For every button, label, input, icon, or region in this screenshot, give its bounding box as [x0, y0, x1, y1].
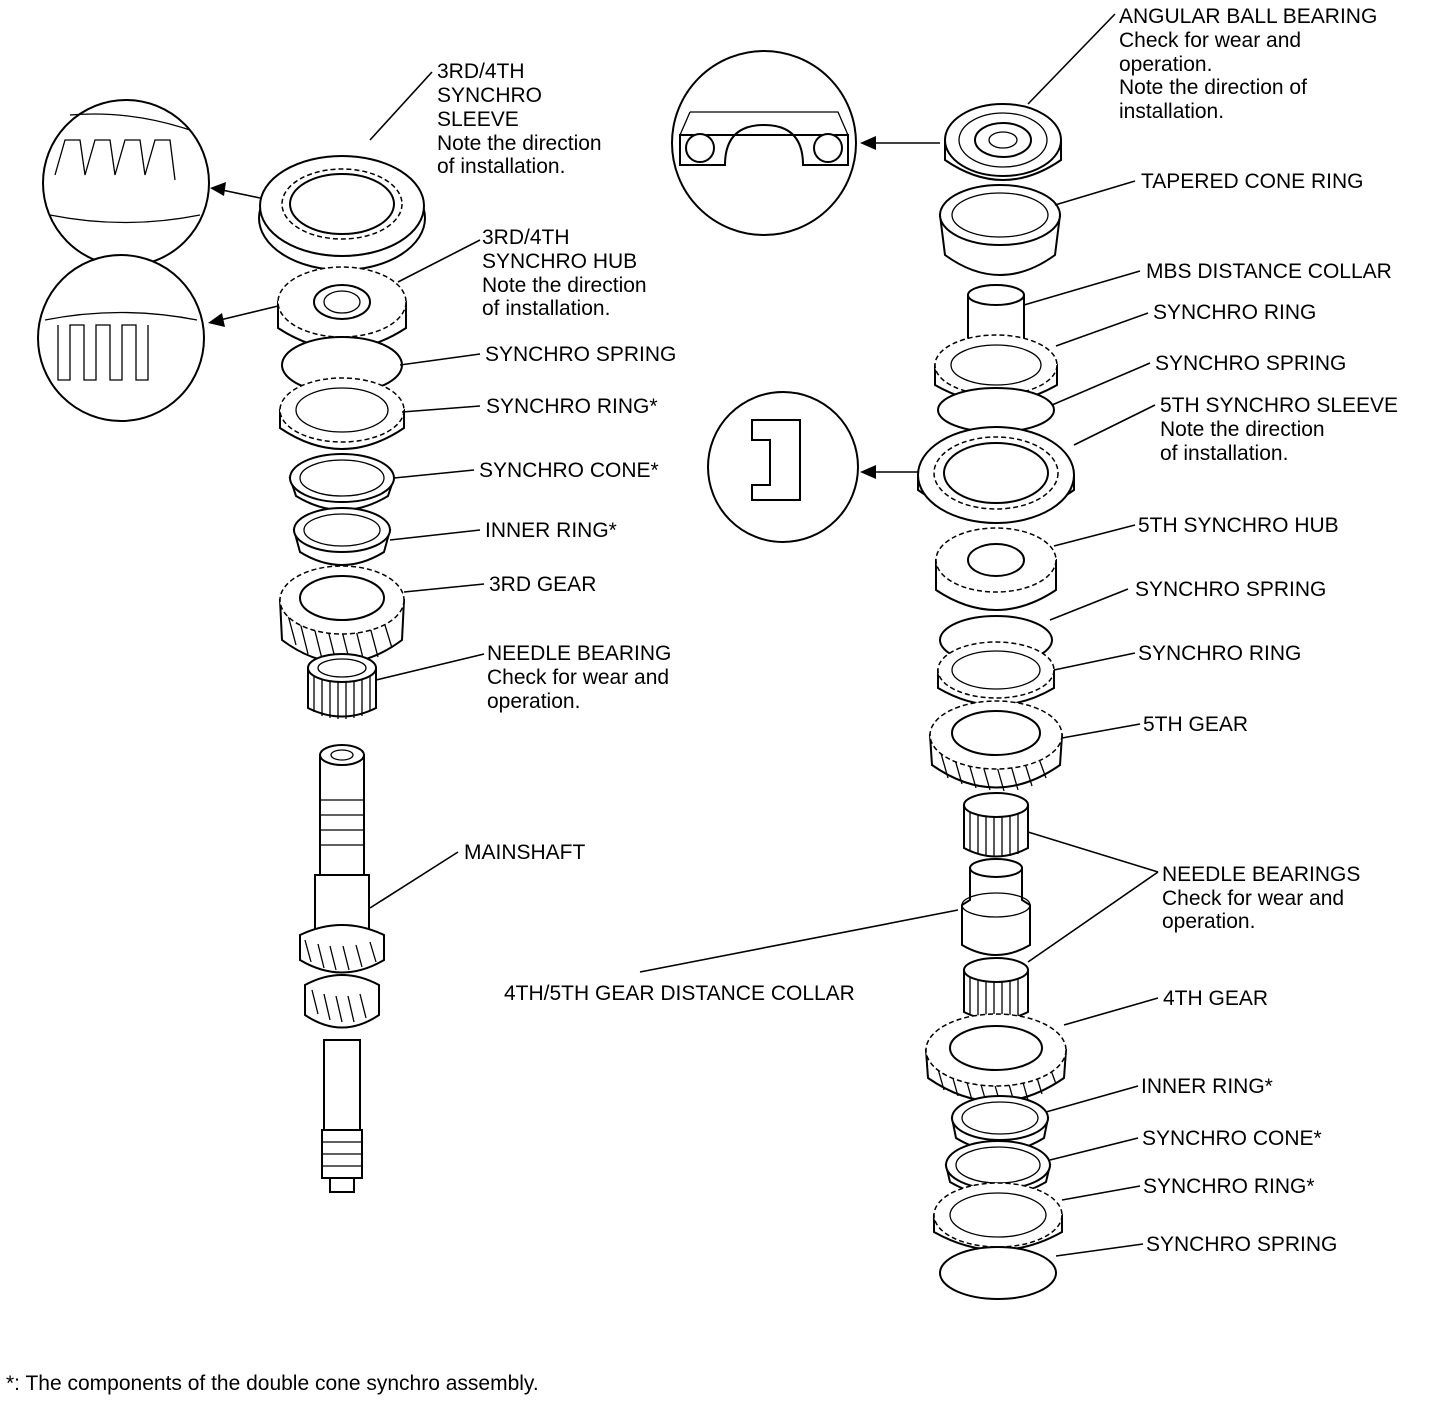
tapered-cone-ring-part	[938, 184, 1062, 276]
sleeve-5th-part	[917, 426, 1075, 524]
inner-ring-left-part	[292, 507, 392, 566]
sleeve-34-part	[258, 155, 426, 271]
synchro-spring-right-3-part	[939, 1246, 1057, 1300]
label-3rd-gear: 3RD GEAR	[489, 573, 596, 596]
distance-collar-45-part	[961, 858, 1031, 956]
angular-ball-bearing-part	[944, 103, 1062, 181]
gear-3rd-part	[278, 565, 406, 664]
label-5th-gear: 5TH GEAR	[1143, 713, 1248, 736]
sleeve-5th-detail-circle	[707, 391, 859, 543]
label-synchro-cone-right: SYNCHRO CONE*	[1142, 1127, 1322, 1150]
hub-detail-circle	[37, 254, 205, 422]
label-4th-gear: 4TH GEAR	[1163, 987, 1268, 1010]
label-needle-bearing-left: NEEDLE BEARING Check for wear and operat…	[487, 642, 677, 713]
label-synchro-spring-right-1: SYNCHRO SPRING	[1155, 352, 1346, 375]
label-tapered-cone-ring: TAPERED CONE RING	[1141, 170, 1363, 193]
label-sleeve-5th: 5TH SYNCHRO SLEEVE Note the direction of…	[1160, 394, 1404, 465]
needle-bearing-right-2-part	[963, 957, 1029, 1021]
label-synchro-spring-left: SYNCHRO SPRING	[485, 343, 676, 366]
labels: 3RD/4TH SYNCHRO SLEEVE Note the directio…	[6, 5, 1404, 1395]
synchro-ring-right-3-part	[933, 1182, 1063, 1251]
synchro-ring-left-part	[279, 377, 405, 450]
label-distance-collar-45: 4TH/5TH GEAR DISTANCE COLLAR	[504, 982, 855, 1005]
label-inner-ring-left: INNER RING*	[485, 519, 617, 542]
label-synchro-spring-right-2: SYNCHRO SPRING	[1135, 578, 1326, 601]
needle-bearing-left-part	[307, 653, 377, 719]
label-hub-34: 3RD/4TH SYNCHRO HUB Note the direction o…	[482, 226, 652, 320]
label-hub-5th: 5TH SYNCHRO HUB	[1138, 514, 1339, 537]
synchro-ring-right-2-part	[937, 641, 1055, 706]
label-synchro-ring-right-1: SYNCHRO RING	[1153, 301, 1316, 324]
label-angular-ball-bearing: ANGULAR BALL BEARING Check for wear and …	[1119, 5, 1383, 123]
needle-bearing-right-1-part	[963, 792, 1029, 858]
label-needle-bearings-right: NEEDLE BEARINGS Check for wear and opera…	[1162, 863, 1366, 933]
label-synchro-ring-right-3: SYNCHRO RING*	[1143, 1175, 1315, 1198]
synchro-cone-left-part	[288, 453, 396, 511]
label-synchro-ring-right-2: SYNCHRO RING	[1138, 642, 1301, 665]
label-synchro-ring-left: SYNCHRO RING*	[486, 395, 658, 418]
label-mainshaft: MAINSHAFT	[464, 841, 586, 864]
bearing-detail-circle	[671, 50, 857, 236]
gear-5th-part	[928, 700, 1064, 792]
label-synchro-cone-left: SYNCHRO CONE*	[479, 459, 659, 482]
sleeve-detail-circle	[42, 99, 210, 267]
hub-5th-part	[935, 527, 1057, 611]
label-synchro-spring-right-3: SYNCHRO SPRING	[1146, 1233, 1337, 1256]
gear-4th-part	[924, 1013, 1068, 1104]
label-mbs-distance-collar: MBS DISTANCE COLLAR	[1146, 260, 1392, 283]
footnote: *: The components of the double cone syn…	[6, 1372, 539, 1395]
mainshaft-part	[299, 744, 385, 1193]
label-inner-ring-right: INNER RING*	[1141, 1075, 1273, 1098]
right-parts-stack	[917, 103, 1075, 1300]
leader-lines	[208, 13, 1159, 1257]
synchro-spring-right-1-part	[937, 387, 1055, 433]
label-sleeve-34: 3RD/4TH SYNCHRO SLEEVE Note the directio…	[437, 60, 607, 178]
